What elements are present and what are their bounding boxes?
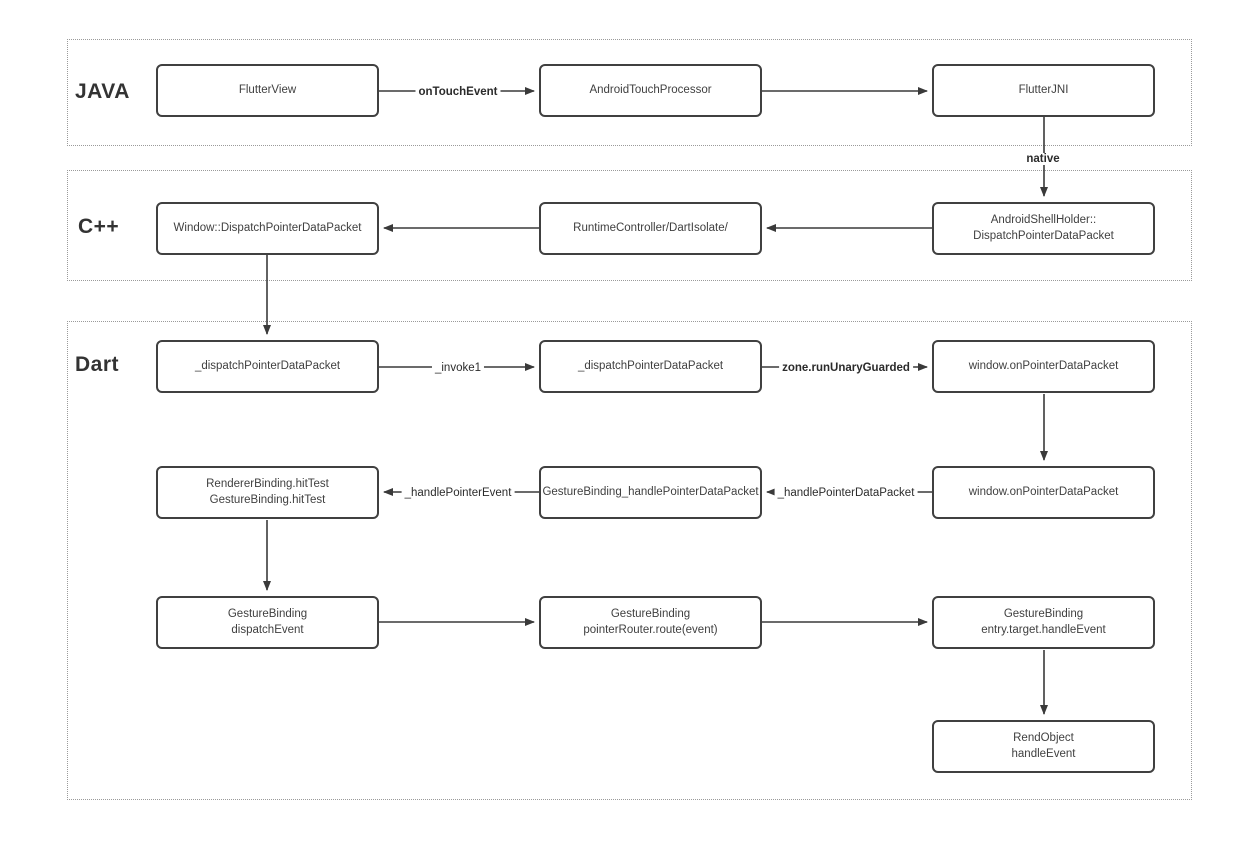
edge-label-handle-pointer-event: _handlePointerEvent	[401, 487, 515, 499]
section-java	[67, 39, 1192, 146]
node-flutter-jni: FlutterJNI	[932, 64, 1155, 117]
node-dispatch-pointer-data-packet-2: _dispatchPointerDataPacket	[539, 340, 762, 393]
node-window-dispatch-pointer-data-packet: Window::DispatchPointerDataPacket	[156, 202, 379, 255]
edge-label-handle-pointer-data-packet: _handlePointerDataPacket	[774, 487, 918, 499]
node-gesture-binding-handle-pointer-data-packet: GestureBinding_handlePointerDataPacket	[539, 466, 762, 519]
section-dart-label: Dart	[75, 353, 120, 376]
node-android-shell-holder: AndroidShellHolder:: DispatchPointerData…	[932, 202, 1155, 255]
node-renderer-binding-hit-test: RendererBinding.hitTest GestureBinding.h…	[156, 466, 379, 519]
node-window-on-pointer-data-packet-2: window.onPointerDataPacket	[932, 466, 1155, 519]
edge-label-on-touch-event: onTouchEvent	[415, 86, 501, 98]
node-gesture-binding-dispatch-event: GestureBinding dispatchEvent	[156, 596, 379, 649]
node-gesture-binding-entry-target-handle-event: GestureBinding entry.target.handleEvent	[932, 596, 1155, 649]
section-cpp	[67, 170, 1192, 281]
node-android-touch-processor: AndroidTouchProcessor	[539, 64, 762, 117]
section-dart	[67, 321, 1192, 800]
section-java-label: JAVA	[75, 80, 130, 103]
edge-label-native: native	[1023, 153, 1063, 165]
node-dispatch-pointer-data-packet-1: _dispatchPointerDataPacket	[156, 340, 379, 393]
node-rend-object-handle-event: RendObject handleEvent	[932, 720, 1155, 773]
node-gesture-binding-pointer-router-route: GestureBinding pointerRouter.route(event…	[539, 596, 762, 649]
node-window-on-pointer-data-packet-1: window.onPointerDataPacket	[932, 340, 1155, 393]
edge-label-invoke1: _invoke1	[431, 362, 485, 374]
section-cpp-label: C++	[78, 215, 120, 238]
node-flutter-view: FlutterView	[156, 64, 379, 117]
node-runtime-controller-dart-isolate: RuntimeController/DartIsolate/	[539, 202, 762, 255]
edge-label-zone-run-unary-guarded: zone.runUnaryGuarded	[779, 362, 913, 374]
